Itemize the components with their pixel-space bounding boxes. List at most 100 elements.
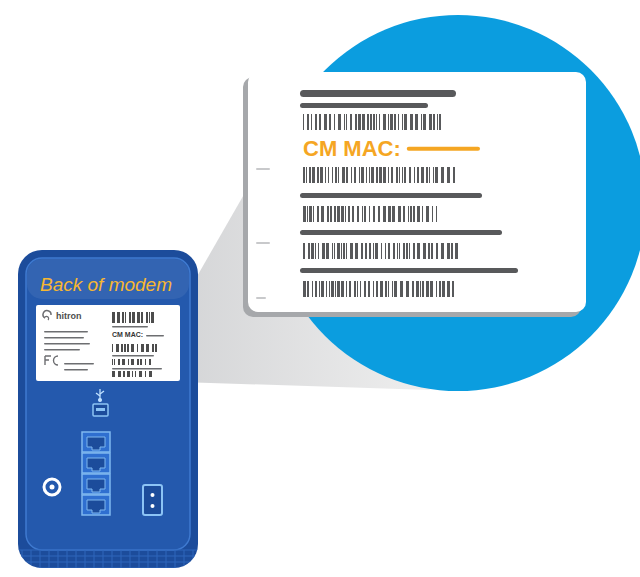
barcode-bar	[112, 359, 113, 365]
fcc-symbol	[45, 356, 58, 365]
vent-line	[103, 550, 104, 568]
barcode-bar	[385, 243, 386, 259]
barcode-bar	[149, 359, 151, 365]
barcode-bar	[332, 243, 333, 259]
barcode-bar	[343, 243, 345, 259]
barcode-bar	[141, 344, 144, 352]
barcode-bar	[303, 243, 305, 259]
vent-line	[175, 550, 176, 568]
barcode-bar	[392, 281, 393, 297]
barcode-bar	[429, 167, 430, 183]
barcode-bar	[337, 243, 340, 259]
vent-line	[130, 550, 131, 568]
barcode-bar	[332, 167, 333, 183]
barcode-bar	[362, 206, 363, 222]
barcode-bar	[346, 281, 347, 297]
power-pin	[151, 504, 155, 508]
barcode-bar	[379, 167, 382, 183]
barcode-bar	[337, 281, 340, 297]
barcode-bar	[352, 206, 354, 222]
barcode-bar	[303, 167, 305, 183]
barcode-bar	[307, 206, 308, 222]
barcode-bar	[315, 243, 316, 259]
barcode-bar	[437, 114, 438, 130]
vent-line	[40, 550, 41, 568]
vent-line	[49, 550, 50, 568]
logo-mark	[45, 316, 49, 320]
barcode-bar	[413, 243, 415, 259]
barcode-bar	[112, 312, 115, 323]
barcode-bar	[451, 243, 453, 259]
barcode-bar	[349, 281, 351, 297]
barcode-bar	[409, 243, 410, 259]
barcode-bar	[344, 114, 345, 130]
label-line	[112, 355, 154, 357]
barcode-bar	[303, 206, 306, 222]
barcode-bar	[123, 371, 125, 377]
ethernet-port	[82, 495, 110, 515]
label-line	[44, 349, 80, 351]
label-line	[300, 230, 502, 235]
barcode-bar	[324, 114, 327, 130]
barcode-bar	[416, 281, 419, 297]
barcode-bar	[342, 167, 345, 183]
barcode-bar	[118, 371, 121, 377]
barcode-bar	[152, 344, 154, 352]
barcode-bar	[358, 114, 361, 130]
barcode-bar	[396, 167, 398, 183]
barcode-bar	[441, 167, 444, 183]
barcode-bar	[417, 206, 420, 222]
barcode-bar	[390, 114, 393, 130]
barcode-bar	[149, 312, 150, 323]
label-line	[256, 168, 270, 170]
barcode-bar	[414, 167, 415, 183]
ethernet-notch	[87, 479, 105, 492]
label-line	[44, 337, 84, 339]
barcode-bar	[122, 359, 125, 365]
barcode-bar	[383, 206, 386, 222]
barcode-bar	[383, 114, 386, 130]
label-line	[112, 368, 162, 370]
barcode-bar	[421, 114, 422, 130]
node-art	[248, 72, 586, 312]
modem-sticker: hitronCM MAC:	[36, 305, 180, 381]
barcode-bar	[393, 243, 395, 259]
barcode-bar	[399, 167, 400, 183]
barcode-bar	[311, 114, 312, 130]
usb-port-tongue	[96, 408, 105, 411]
label-line	[300, 90, 456, 97]
barcode-bar	[132, 312, 135, 323]
barcode-bar	[413, 206, 415, 222]
barcode-bar	[447, 167, 450, 183]
barcode-bar	[341, 243, 342, 259]
barcode-bar	[388, 114, 389, 130]
barcode-bar	[330, 206, 332, 222]
art-circle	[99, 399, 102, 402]
vent-line	[112, 550, 113, 568]
vent-line	[31, 550, 32, 568]
barcode-bar	[329, 114, 331, 130]
barcode-bar	[388, 206, 391, 222]
barcode-bar	[127, 371, 130, 377]
barcode-bar	[306, 167, 307, 183]
barcode-bar	[365, 243, 367, 259]
barcode-bar	[436, 243, 438, 259]
art-line	[96, 393, 100, 396]
node-art	[18, 250, 198, 568]
barcode-bar	[394, 281, 397, 297]
barcode-bar	[433, 167, 434, 183]
barcode-bar	[303, 281, 306, 297]
barcode-bar	[380, 281, 383, 297]
modem-highlight	[27, 259, 189, 299]
barcode-bar	[351, 167, 352, 183]
barcode-bar	[308, 243, 310, 259]
barcode-bar	[317, 206, 319, 222]
modem-panel	[26, 258, 190, 550]
mac-label: CM MAC:	[303, 136, 401, 161]
vent-line	[67, 550, 68, 568]
barcode-bar	[371, 167, 374, 183]
vent-line	[76, 550, 77, 568]
barcode-bar	[423, 243, 426, 259]
barcode-bar	[326, 281, 327, 297]
